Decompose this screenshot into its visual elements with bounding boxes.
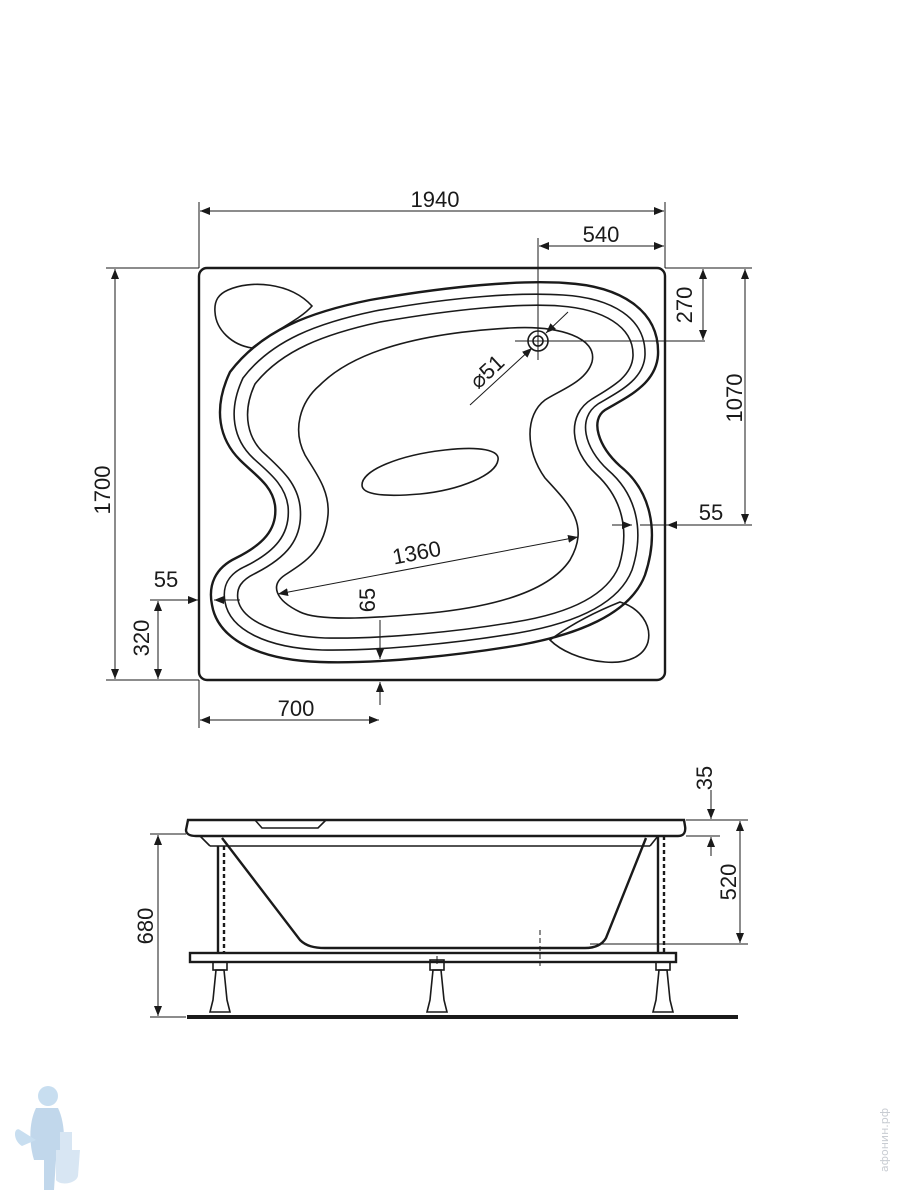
rim-inner-contour [223,293,646,651]
rim-outer-contour [209,281,660,664]
tub-outline [197,266,667,682]
dim-overall-width: 1940 [411,187,460,212]
dim-rim-left: 55 [154,567,178,592]
side-tub-body [221,837,648,950]
dim-drain-offset-right: 540 [583,222,620,247]
side-rim [184,818,687,838]
dim-depth-offset: 65 [355,588,380,612]
dim-bottom-offset: 700 [278,696,315,721]
armrest-oval [361,447,499,497]
dim-drain-to-armrest: 1070 [722,374,747,423]
dim-overall-length: 1700 [90,466,115,515]
side-frame [188,951,678,964]
dim-drain-offset-top: 270 [672,287,697,324]
inner-basin [275,326,594,619]
leg-left [208,846,232,1013]
rim-edge-contour [236,304,634,639]
dim-rim-right: 55 [699,500,723,525]
watermark-text: афонин.рф [878,1108,891,1172]
plumber-mascot-icon [15,1086,80,1190]
leg-right [651,836,675,1013]
dim-left-offset: 320 [129,620,154,657]
top-view: 1940 540 270 1070 55 1700 55 320 1360 [90,187,752,728]
dim-rim-height: 35 [692,766,717,790]
side-view: 35 520 680 [133,766,748,1019]
seat-top-left [214,283,314,349]
dim-tub-depth: 520 [716,864,741,901]
leg-middle [425,956,449,1013]
dim-total-height: 680 [133,908,158,945]
seat-bottom-right [548,601,650,664]
dim-drain-diameter: ⌀51 [465,350,510,394]
